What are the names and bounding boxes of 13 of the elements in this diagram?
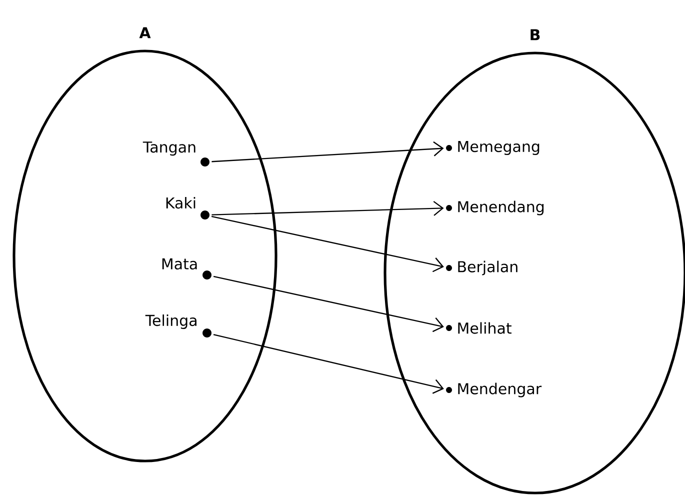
node-label: Tangan [142,142,196,156]
node-label: Telinga [145,314,196,329]
node-label: Melihat [458,322,512,334]
node-label: B [530,29,540,40]
node-label: Kaki [166,197,196,209]
node-label: A [139,27,151,38]
arrow [212,141,444,162]
arrow [211,216,444,272]
node-label: Berjalan [458,260,518,276]
arrow [212,200,444,216]
node-label: Mata [162,258,197,270]
arrow [213,276,444,332]
arrow [213,334,444,394]
